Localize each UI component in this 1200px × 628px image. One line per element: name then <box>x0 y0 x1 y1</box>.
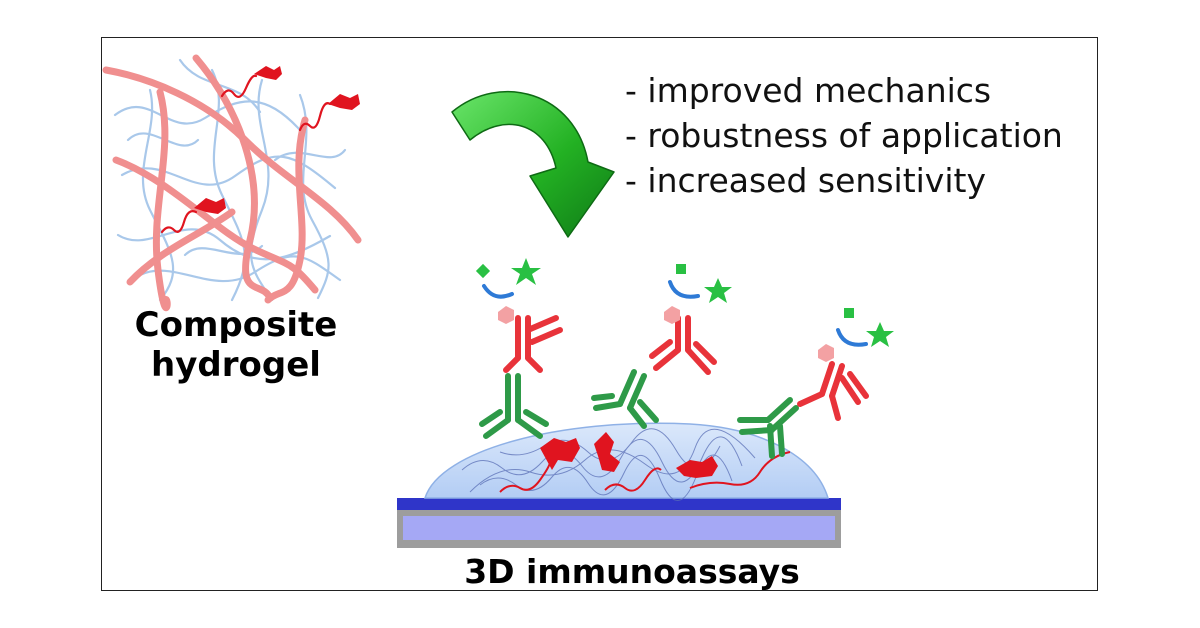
hydrogel-network <box>102 54 362 312</box>
recycle-arrow-3 <box>836 328 868 347</box>
hydrogel-label-line1: Composite <box>134 305 338 345</box>
detection-antibody-3 <box>797 361 869 421</box>
product-star-3 <box>866 322 894 347</box>
substrate-2 <box>676 264 686 274</box>
substrate-1 <box>475 263 491 279</box>
detection-antibody-1 <box>503 315 563 373</box>
detection-antibody-2 <box>649 315 717 375</box>
protein-heads <box>194 66 360 214</box>
product-star-2 <box>704 278 732 303</box>
hydrogel-label-line2: hydrogel <box>151 345 321 385</box>
enzyme-label-3 <box>818 344 834 362</box>
benefits-list: - improved mechanics - robustness of app… <box>625 68 1063 203</box>
recycle-arrow-1 <box>482 284 514 299</box>
enzyme-label-1 <box>498 306 514 324</box>
curved-arrow-icon <box>451 90 615 238</box>
capture-antibody-3 <box>737 397 799 459</box>
benefit-item: - robustness of application <box>625 116 1063 155</box>
recycle-arrow-2 <box>668 280 700 299</box>
gel-dome <box>423 422 830 501</box>
assay-label: 3D immunoassays <box>464 552 800 591</box>
product-star-1 <box>511 258 541 285</box>
capture-antibody-1 <box>479 373 549 439</box>
hydrogel-label: Composite hydrogel <box>120 305 352 385</box>
benefit-item: - increased sensitivity <box>625 161 986 200</box>
slide <box>397 498 841 548</box>
enzyme-label-2 <box>664 306 680 324</box>
capture-antibody-2 <box>591 369 659 429</box>
benefit-item: - improved mechanics <box>625 71 992 110</box>
proteins <box>160 74 332 234</box>
thick-fibers <box>102 54 362 312</box>
substrate-3 <box>844 308 854 318</box>
